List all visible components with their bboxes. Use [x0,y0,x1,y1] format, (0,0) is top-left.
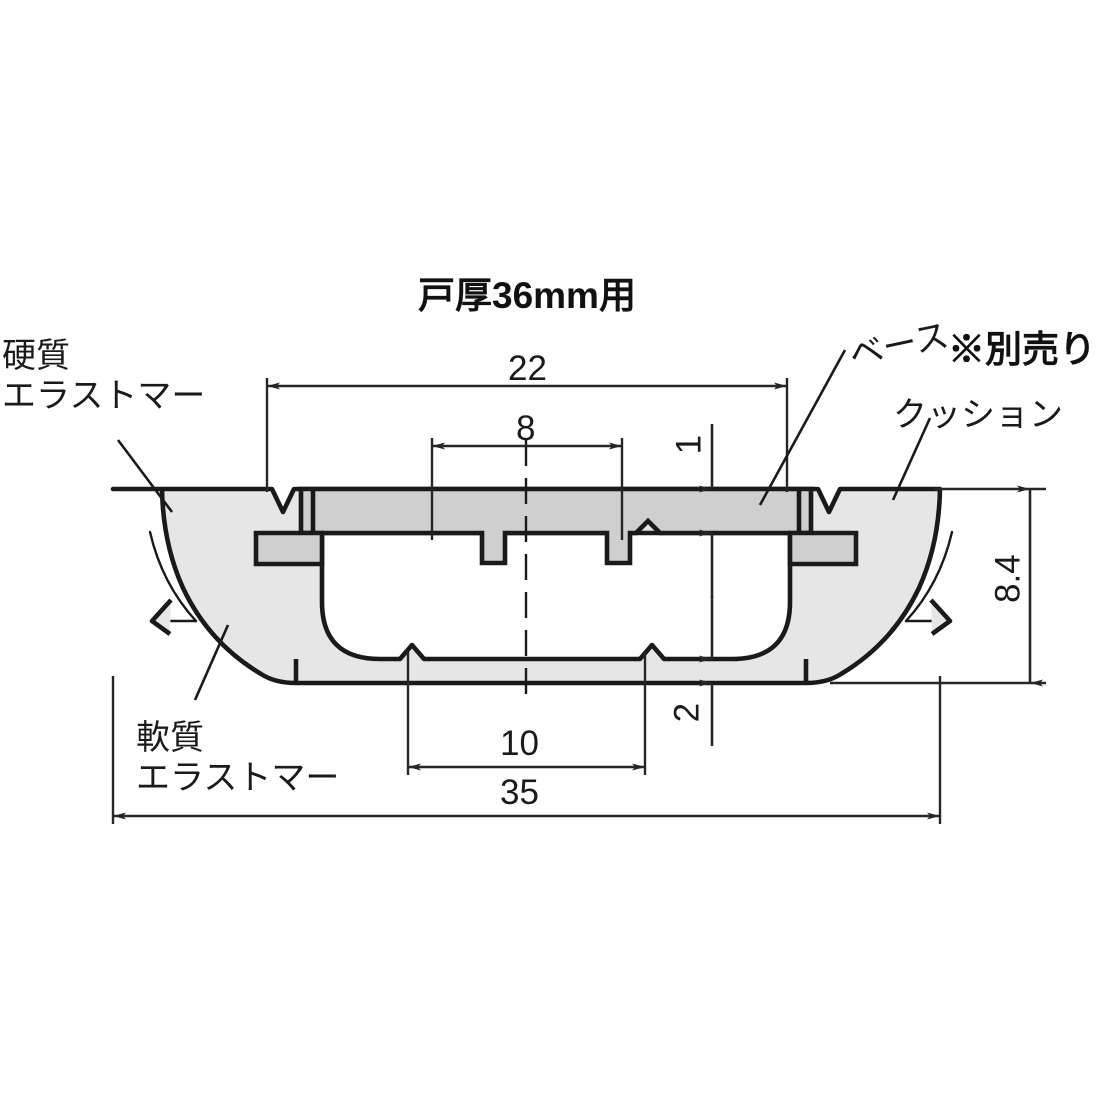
label-cushion: クッション [893,396,1063,434]
leader-soft-elastomer [193,624,230,701]
dim-value-35: 35 [500,773,539,812]
hard-soft-line-right [904,530,954,623]
base-top-plate [298,486,814,566]
base-leg-right [787,530,859,567]
label-sold-separately: ※別売り [948,329,1096,370]
label-soft-elastomer: 軟質 エラストマー [136,719,340,798]
dim-value-2: 2 [667,702,707,723]
cross-section-final [110,486,954,686]
page-title: 戸厚36mm用 [418,275,636,316]
leader-cushion [891,417,932,501]
dim-value-1: 1 [669,434,709,455]
leader-lines [116,349,932,701]
label-hard-elastomer: 硬質 エラストマー [2,337,206,416]
dim-value-8: 8 [516,409,536,448]
dim-value-10: 10 [500,724,539,763]
dim-value-22: 22 [508,349,547,388]
leader-hard-elastomer [116,439,174,513]
dimension-lines [111,378,1046,824]
left-outer-notch [149,598,173,636]
hard-soft-line-left [148,530,198,623]
base-leg-left [253,530,325,567]
leader-base [758,349,847,506]
dim-value-8-4: 8.4 [988,554,1028,603]
right-outer-notch [929,598,953,636]
